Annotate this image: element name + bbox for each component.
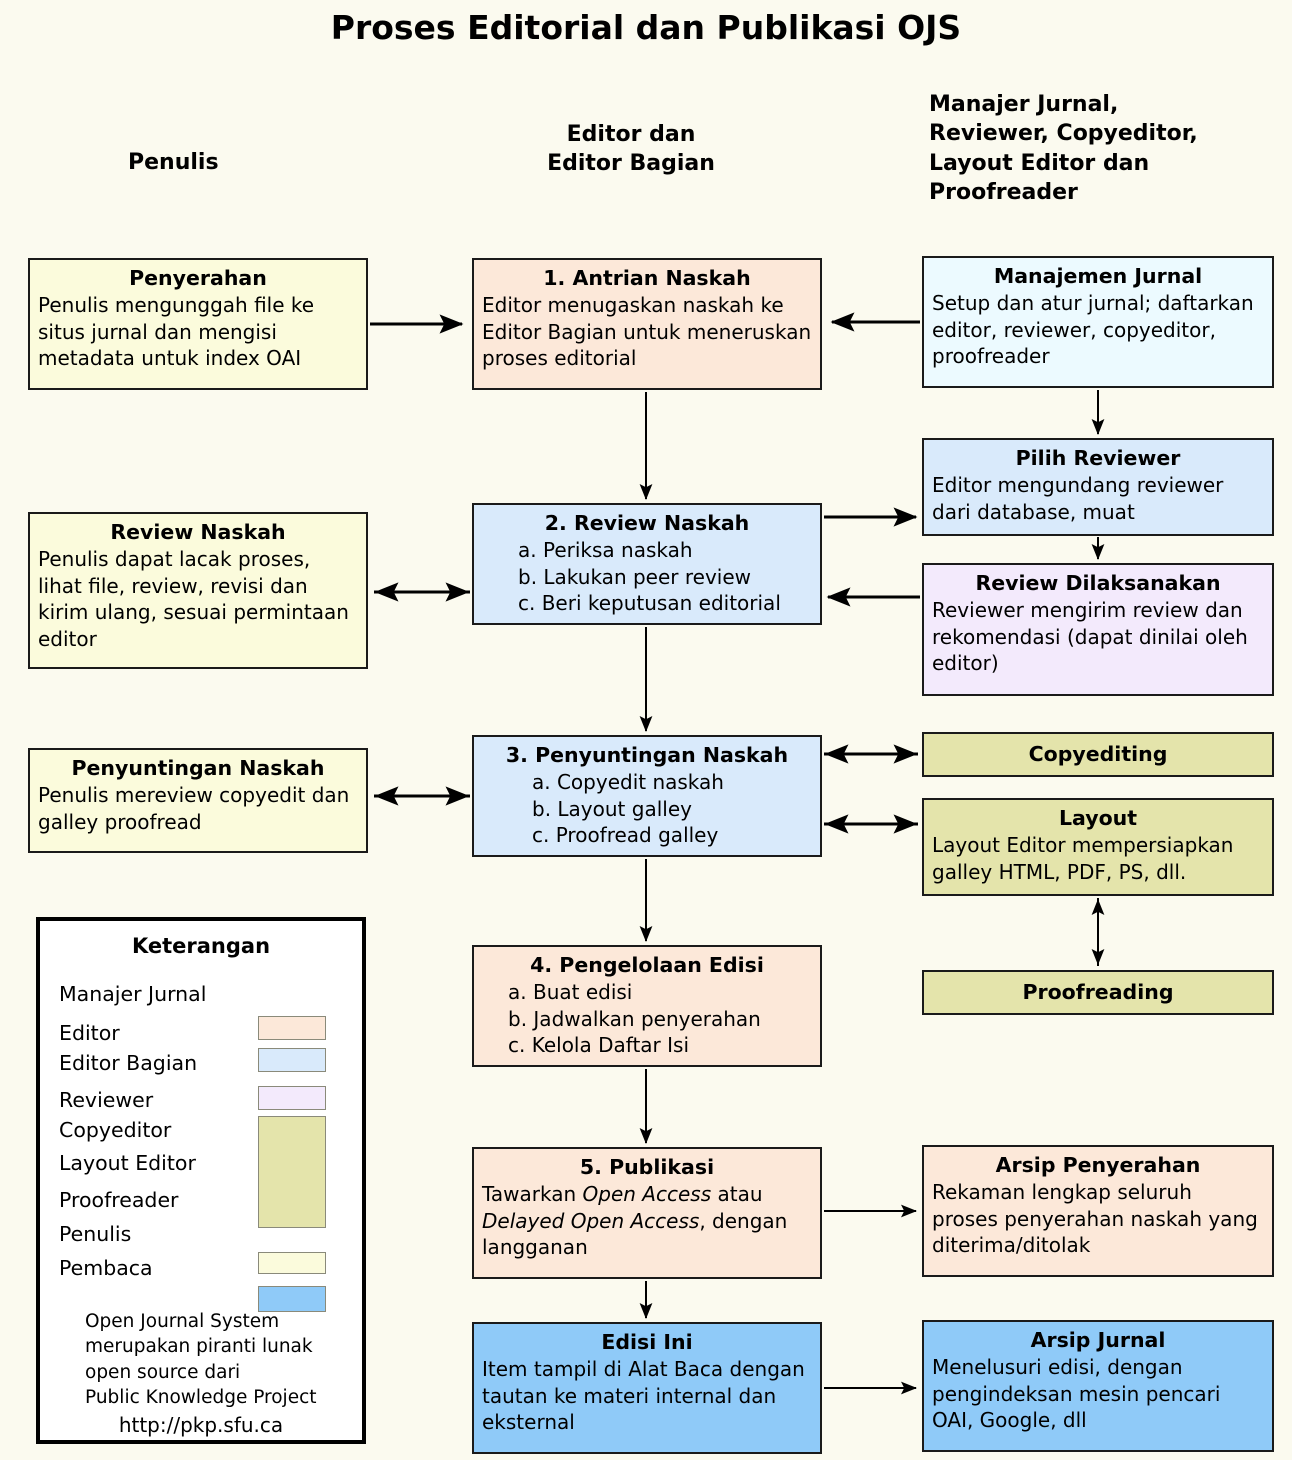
emphasis-text: Open Access [582, 1182, 712, 1207]
legend-item-label: Editor [59, 1021, 120, 1045]
box-arsip-jurnal[interactable]: Arsip Jurnal Menelusuri edisi, dengan pe… [922, 1320, 1274, 1452]
box-copyediting[interactable]: Copyediting [922, 732, 1274, 777]
box-manajemen-jurnal[interactable]: Manajemen Jurnal Setup dan atur jurnal; … [922, 256, 1274, 388]
legend-item-label: Proofreader [59, 1188, 179, 1212]
box-arsip-penyerahan-title: Arsip Penyerahan [995, 1153, 1201, 1177]
box-layout[interactable]: Layout Layout Editor mempersiapkan galle… [922, 798, 1274, 896]
box-review-naskah-body: a. Periksa naskah b. Lakukan peer review… [518, 538, 781, 616]
box-review-naskah-penulis-body: Penulis dapat lacak proses, lihat file, … [38, 547, 349, 652]
box-penyuntingan-penulis[interactable]: Penyuntingan Naskah Penulis mereview cop… [28, 748, 368, 853]
box-edisi-ini-body: Item tampil di Alat Baca dengan tautan k… [482, 1357, 805, 1435]
box-edisi-ini-title: Edisi Ini [601, 1330, 693, 1354]
legend-item-label: Pembaca [59, 1256, 153, 1280]
box-antrian-naskah-title: 1. Antrian Naskah [543, 266, 751, 290]
legend-item-label: Penulis [59, 1222, 132, 1246]
box-arsip-penyerahan[interactable]: Arsip Penyerahan Rekaman lengkap seluruh… [922, 1145, 1274, 1277]
box-penyerahan-body: Penulis mengunggah file ke situs jurnal … [38, 293, 315, 371]
legend-color-swatch [258, 1252, 326, 1274]
box-review-dilaksanakan-title: Review Dilaksanakan [975, 571, 1221, 595]
page-title: Proses Editorial dan Publikasi OJS [330, 8, 962, 47]
box-penyerahan-title: Penyerahan [129, 266, 267, 290]
legend-url[interactable]: http://pkp.sfu.ca [118, 1413, 284, 1437]
box-penyuntingan-naskah-title: 3. Penyuntingan Naskah [505, 743, 789, 767]
box-arsip-penyerahan-body: Rekaman lengkap seluruh proses penyeraha… [932, 1180, 1258, 1258]
legend-title: Keterangan [131, 934, 271, 958]
box-manajemen-jurnal-title: Manajemen Jurnal [993, 264, 1203, 288]
box-publikasi-title: 5. Publikasi [579, 1155, 715, 1179]
box-layout-title: Layout [1058, 806, 1138, 830]
column-header-editor: Editor dan Editor Bagian [547, 122, 715, 177]
plain-text: , dengan langganan [482, 1208, 788, 1260]
legend-note: Open Journal System merupakan piranti lu… [85, 1311, 317, 1409]
box-pengelolaan-edisi[interactable]: 4. Pengelolaan Edisi a. Buat edisi b. Ja… [472, 945, 822, 1067]
box-proofreading[interactable]: Proofreading [922, 970, 1274, 1015]
box-publikasi-body: Tawarkan Open Access atau Delayed Open A… [482, 1181, 812, 1261]
box-publikasi[interactable]: 5. Publikasi Tawarkan Open Access atau D… [472, 1147, 822, 1279]
box-review-naskah-penulis-title: Review Naskah [110, 520, 286, 544]
box-penyuntingan-penulis-title: Penyuntingan Naskah [71, 756, 325, 780]
legend-item-label: Layout Editor [59, 1151, 196, 1175]
box-penyuntingan-naskah[interactable]: 3. Penyuntingan Naskah a. Copyedit naska… [472, 735, 822, 857]
box-review-dilaksanakan-body: Reviewer mengirim review dan rekomendasi… [932, 598, 1248, 676]
box-pilih-reviewer-body: Editor mengundang reviewer dari database… [932, 473, 1224, 524]
box-layout-body: Layout Editor mempersiapkan galley HTML,… [932, 833, 1234, 884]
box-pilih-reviewer[interactable]: Pilih Reviewer Editor mengundang reviewe… [922, 438, 1274, 536]
legend-item-label: Editor Bagian [59, 1051, 198, 1075]
box-edisi-ini[interactable]: Edisi Ini Item tampil di Alat Baca denga… [472, 1322, 822, 1454]
legend-color-swatch [258, 1016, 326, 1040]
column-header-lainnya: Manajer Jurnal, Reviewer, Copyeditor, La… [929, 92, 1198, 205]
emphasis-text: Delayed Open Access [482, 1208, 700, 1233]
box-manajemen-jurnal-body: Setup dan atur jurnal; daftarkan editor,… [932, 291, 1254, 369]
legend-color-swatch [258, 1286, 326, 1312]
legend-color-swatch [258, 1086, 326, 1110]
box-penyuntingan-naskah-body: a. Copyedit naskah b. Layout galley c. P… [532, 770, 724, 848]
legend-item-label: Reviewer [59, 1088, 154, 1112]
plain-text: Tawarkan [482, 1182, 583, 1207]
box-arsip-jurnal-title: Arsip Jurnal [1030, 1328, 1166, 1352]
box-review-naskah-title: 2. Review Naskah [544, 511, 750, 535]
legend-item-label: Copyeditor [59, 1118, 172, 1142]
box-antrian-naskah-body: Editor menugaskan naskah ke Editor Bagia… [482, 293, 812, 371]
box-pengelolaan-edisi-title: 4. Pengelolaan Edisi [530, 953, 764, 977]
box-review-naskah[interactable]: 2. Review Naskah a. Periksa naskah b. La… [472, 503, 822, 625]
legend-color-swatch [258, 1116, 326, 1228]
box-proofreading-title: Proofreading [1022, 979, 1174, 1004]
box-penyuntingan-penulis-body: Penulis mereview copyedit dan galley pro… [38, 783, 350, 834]
box-penyerahan[interactable]: Penyerahan Penulis mengunggah file ke si… [28, 258, 368, 390]
column-header-penulis: Penulis [128, 150, 219, 175]
box-pilih-reviewer-title: Pilih Reviewer [1015, 446, 1181, 470]
plain-text: atau [711, 1182, 763, 1207]
box-review-dilaksanakan[interactable]: Review Dilaksanakan Reviewer mengirim re… [922, 563, 1274, 696]
box-antrian-naskah[interactable]: 1. Antrian Naskah Editor menugaskan nask… [472, 258, 822, 390]
box-copyediting-title: Copyediting [1028, 741, 1168, 766]
legend-color-swatch [258, 1048, 326, 1072]
box-pengelolaan-edisi-body: a. Buat edisi b. Jadwalkan penyerahan c.… [508, 980, 761, 1058]
box-review-naskah-penulis[interactable]: Review Naskah Penulis dapat lacak proses… [28, 512, 368, 669]
box-arsip-jurnal-body: Menelusuri edisi, dengan pengindeksan me… [932, 1355, 1221, 1433]
legend-item-label: Manajer Jurnal [59, 982, 207, 1006]
